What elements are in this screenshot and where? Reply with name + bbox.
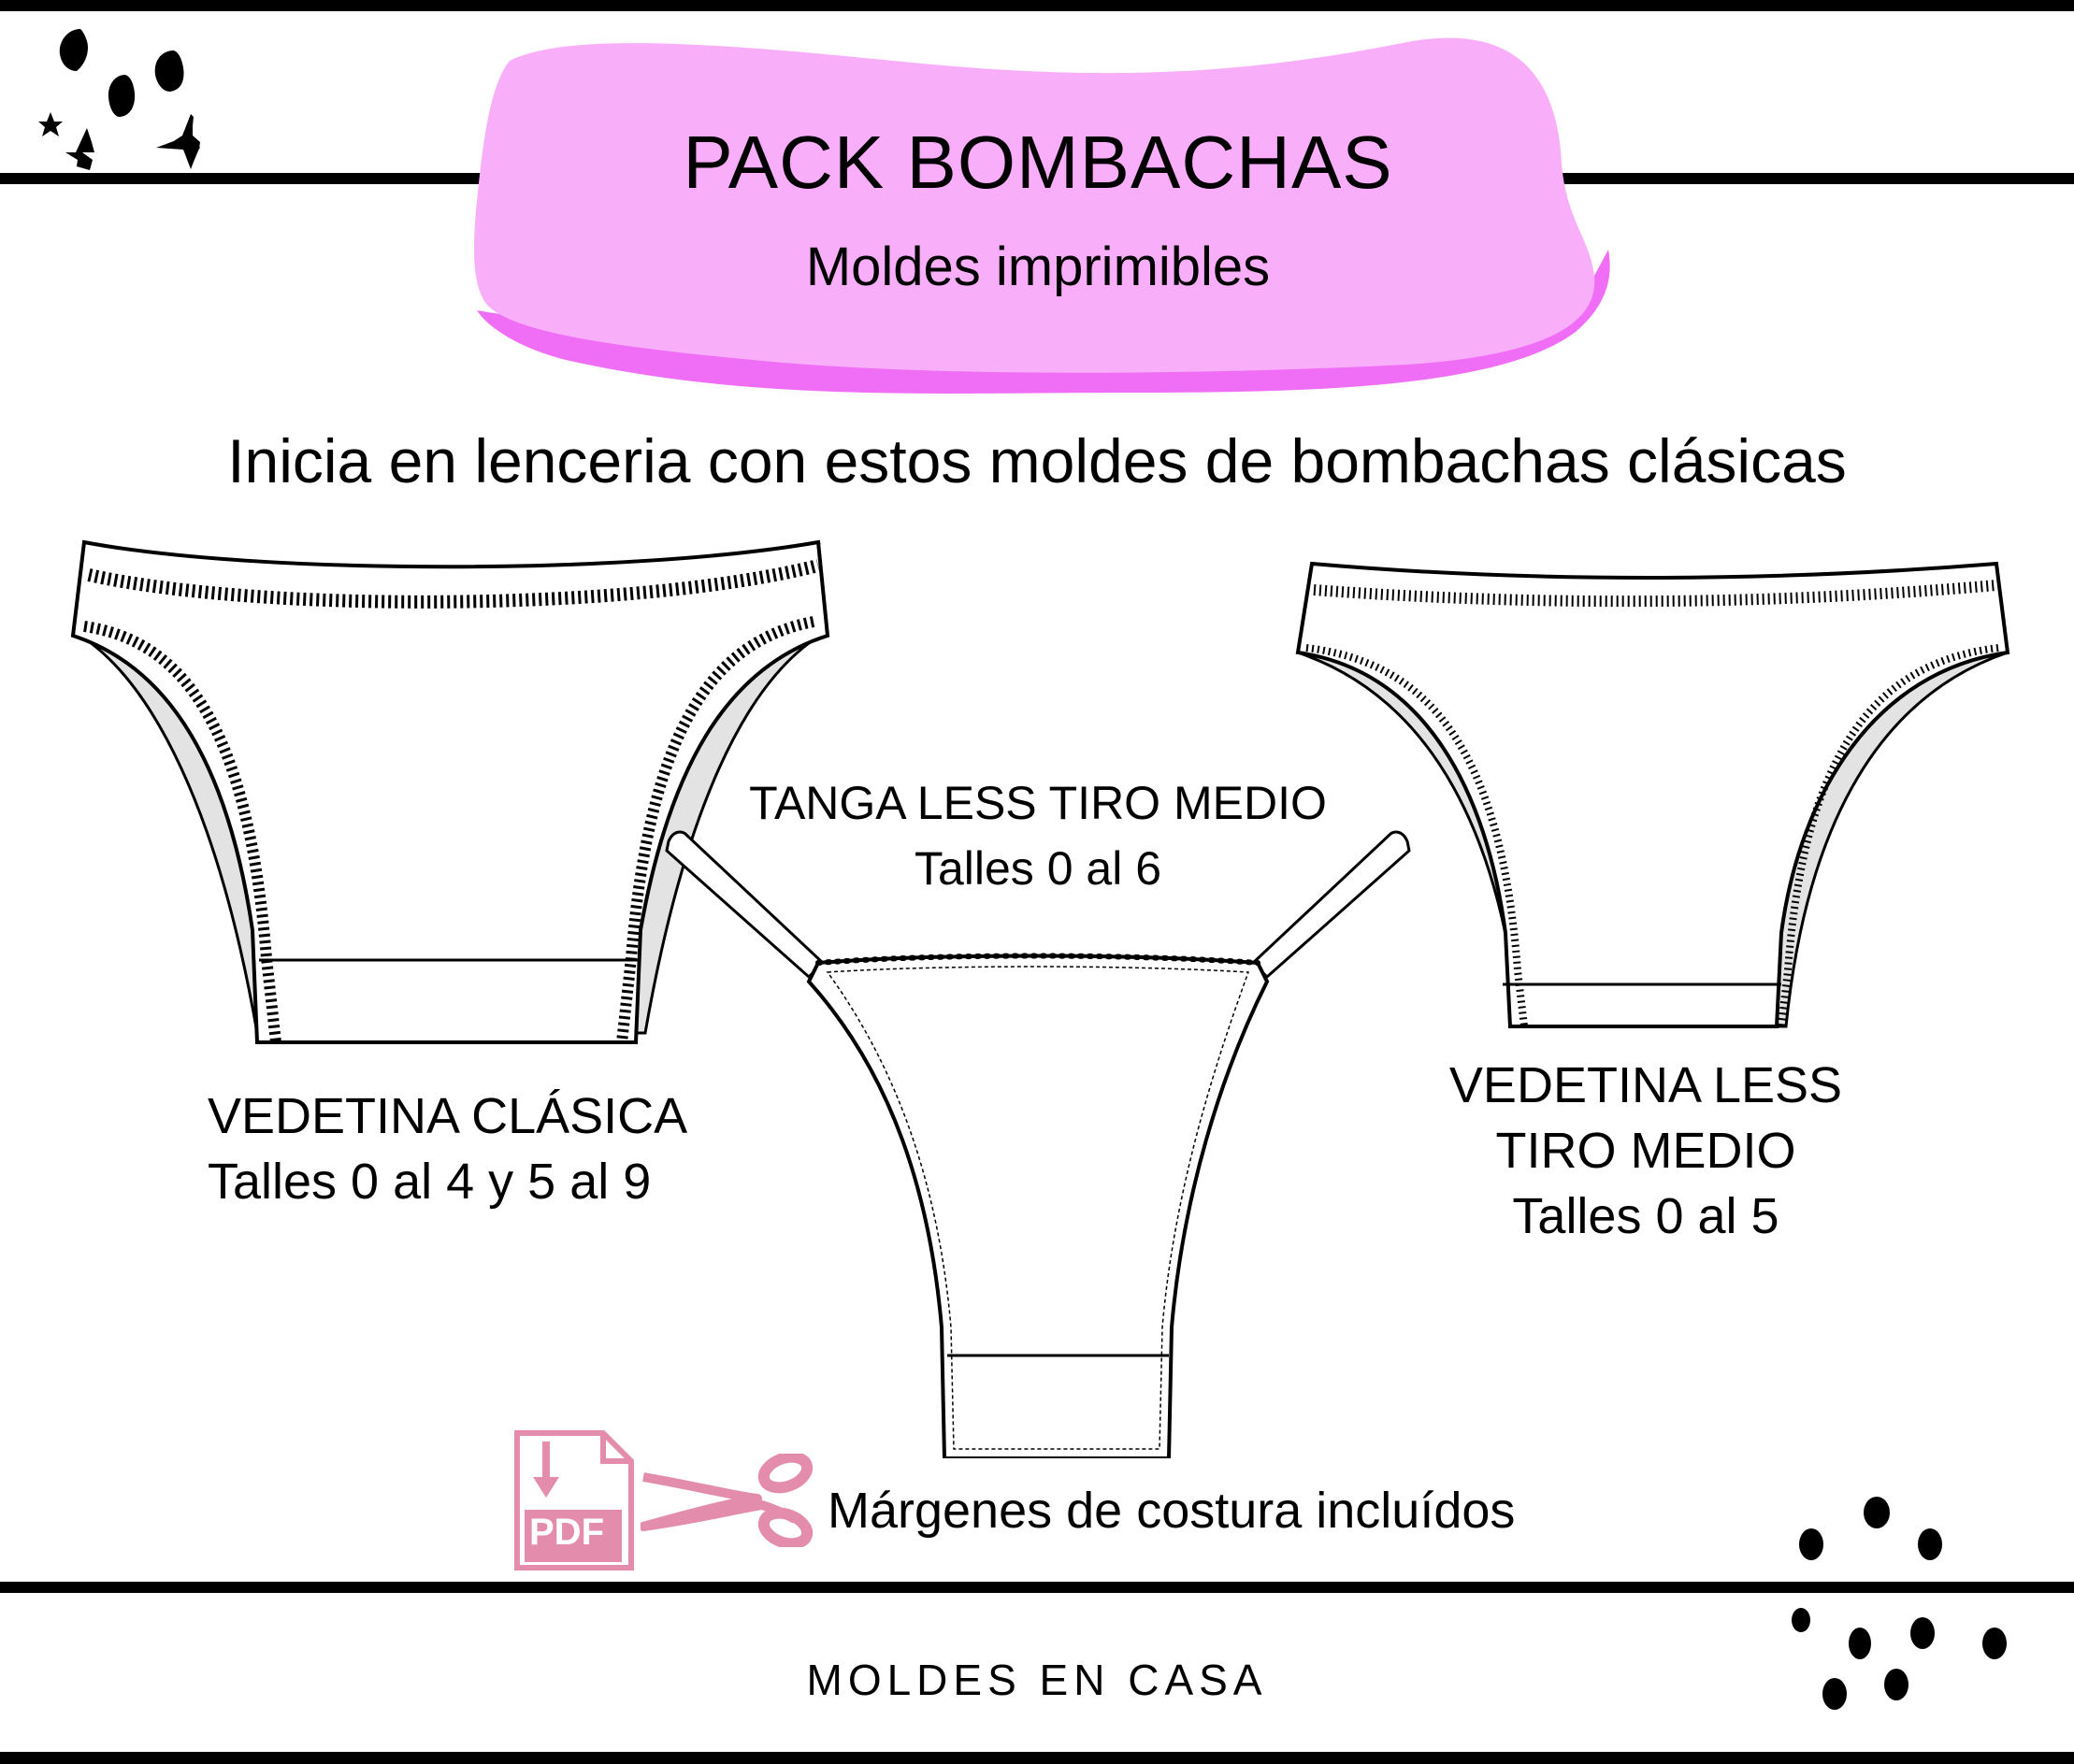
pdf-label: PDF [529, 1512, 604, 1553]
footer-brand: MOLDES EN CASA [806, 1656, 1268, 1704]
vedetina-clasica-illustration [70, 539, 830, 1044]
product-name-tanga-less: TANGA LESS TIRO MEDIO [749, 777, 1327, 829]
product-sizes-vedetina-clasica: Talles 0 al 4 y 5 al 9 [208, 1154, 652, 1210]
page-subtitle: Moldes imprimibles [805, 237, 1271, 297]
scissors-icon [641, 1454, 814, 1547]
product-sizes-vedetina-less: Talles 0 al 5 [1512, 1188, 1779, 1244]
top-rule [0, 0, 2074, 11]
seam-allowance-text: Márgenes de costura incluídos [828, 1483, 1516, 1539]
product-name-vedetina-less-line1: VEDETINA LESS [1448, 1057, 1843, 1113]
decorative-dots-stars-icon [38, 29, 200, 170]
product-name-vedetina-less-line2: TIRO MEDIO [1495, 1123, 1796, 1179]
product-sizes-tanga-less: Talles 0 al 6 [914, 842, 1162, 895]
page-title: PACK BOMBACHAS [683, 121, 1393, 204]
product-name-vedetina-clasica: VEDETINA CLÁSICA [208, 1088, 688, 1144]
footer-rule [0, 1582, 2074, 1593]
intro-text: Inicia en lenceria con estos moldes de b… [227, 426, 1847, 495]
vedetina-less-illustration [1295, 561, 2010, 1028]
pdf-download-icon [514, 1430, 634, 1570]
header-rule-right [1548, 173, 2074, 184]
bottom-rule [0, 1752, 2074, 1764]
tanga-less-illustration [665, 830, 1411, 1458]
decorative-dots-icon [1792, 1497, 2007, 1710]
header-blob [474, 37, 1610, 394]
header-rule-left [0, 173, 486, 184]
